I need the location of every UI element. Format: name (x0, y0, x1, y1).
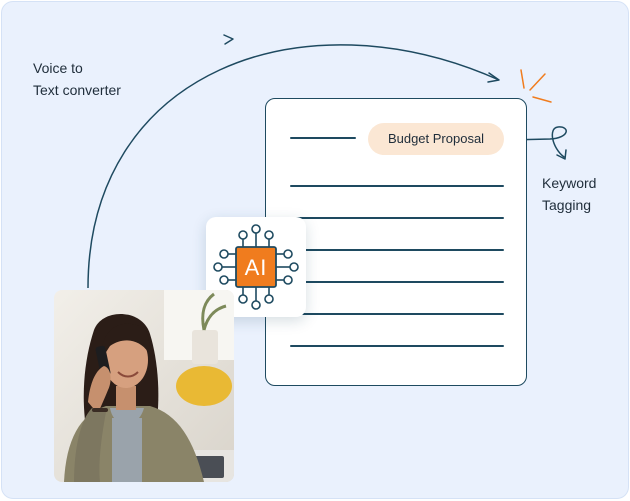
doc-line (290, 313, 504, 315)
doc-line (290, 217, 504, 219)
arc-end-arrowhead-icon (487, 72, 500, 83)
document-card: Budget Proposal (265, 98, 527, 386)
arc-arrow-voice (87, 44, 500, 289)
arc-mid-arrowhead-icon (223, 34, 234, 45)
keyword-label-line-2: Tagging (542, 197, 592, 213)
ai-chip-icon: AI (213, 224, 299, 310)
doc-line (290, 249, 504, 251)
doc-line (290, 185, 504, 187)
voice-label-line-2: Text converter (33, 82, 121, 98)
ai-chip-text: AI (245, 255, 268, 280)
keyword-tag-pill: Budget Proposal (368, 123, 504, 155)
person-on-phone-photo (54, 290, 234, 482)
voice-label-line-1: Voice to (33, 60, 83, 76)
keyword-arrowhead-icon (556, 149, 567, 160)
keyword-tagging-label: Keyword Tagging (542, 172, 596, 216)
person-photo-illustration (54, 290, 234, 482)
voice-to-text-label: Voice to Text converter (33, 57, 121, 101)
doc-line (290, 345, 504, 347)
sparkle-icon (520, 69, 552, 103)
keyword-arrow (507, 126, 567, 158)
doc-line (290, 281, 504, 283)
keyword-label-line-1: Keyword (542, 175, 597, 191)
doc-line-title (290, 137, 356, 139)
